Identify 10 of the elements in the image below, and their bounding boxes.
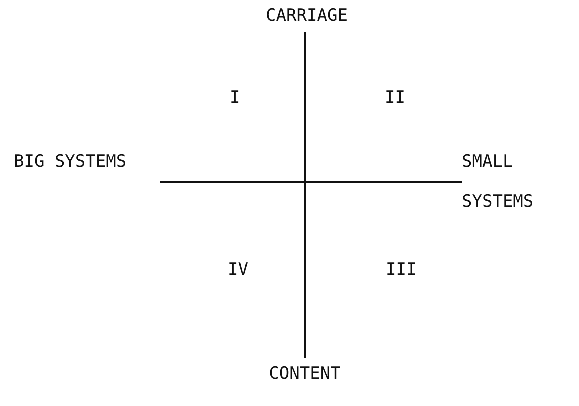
quadrant-number: I bbox=[230, 88, 240, 108]
quadrant-number: II bbox=[385, 88, 406, 108]
quadrant-number: III bbox=[386, 260, 417, 280]
axis-label: CARRIAGE bbox=[262, 4, 352, 28]
quadrant-number: IV bbox=[228, 260, 248, 280]
axis-label: BIG SYSTEMS bbox=[14, 142, 154, 182]
axis-line bbox=[304, 32, 306, 358]
axis-label: SMALL SYSTEMS bbox=[462, 142, 572, 222]
axis-label: CONTENT bbox=[265, 362, 345, 386]
axis-line bbox=[160, 181, 462, 183]
